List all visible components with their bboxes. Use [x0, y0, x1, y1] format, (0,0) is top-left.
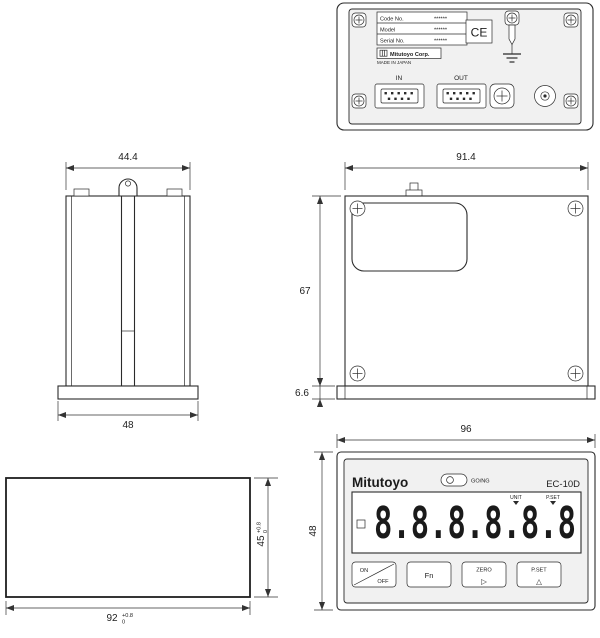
zero-button: ZERO ▷: [461, 561, 507, 588]
plate-model-value: ******: [434, 28, 448, 34]
fn-label: Fn: [425, 571, 434, 580]
side-screw-head: [73, 188, 90, 197]
power-jack-icon: [534, 85, 556, 107]
out-connector: OUT: [436, 75, 487, 109]
top-view: 91.4: [295, 152, 596, 407]
off-label: OFF: [377, 579, 389, 585]
ce-label: CE: [471, 26, 488, 40]
cutout-height-dimension: [254, 477, 278, 598]
cutout-height-tol-upper: +0.8: [257, 522, 263, 533]
top-flange: [336, 385, 596, 400]
rear-view: Code No. ****** Model ****** Serial No. …: [336, 2, 594, 131]
top-depth-dimension: [312, 195, 341, 387]
ground-strap: [508, 24, 516, 46]
plate-serial-value: ******: [434, 39, 448, 45]
plate-code-label: Code No.: [380, 17, 404, 23]
side-screw-head: [166, 188, 183, 197]
front-width-dimension: [336, 434, 596, 448]
pset-symbol: △: [536, 577, 542, 586]
cutout-width-tol-lower: 0: [122, 620, 125, 626]
in-label: IN: [396, 75, 403, 82]
corner-screw-icon: [349, 200, 366, 217]
side-top-width-label: 44.4: [118, 152, 138, 163]
front-width-label: 96: [460, 424, 472, 435]
on-label: ON: [360, 568, 368, 574]
clamp-screw-icon: [489, 83, 515, 109]
brand-corp-label: Mitutoyo Corp.: [390, 52, 430, 58]
corner-screw-icon: [567, 365, 584, 382]
cutout-height-label: 45: [256, 535, 267, 547]
plate-serial-label: Serial No.: [380, 39, 405, 45]
ground-symbol-icon: [503, 44, 521, 63]
side-base-width-label: 48: [122, 420, 134, 431]
unit-label: UNIT: [510, 495, 522, 501]
front-brand-logo: Mitutoyo: [352, 475, 408, 490]
logo-mark-icon: [379, 49, 388, 57]
out-label: OUT: [454, 75, 468, 82]
go-ng-indicator: [440, 473, 468, 487]
pset-marker-icon: [550, 501, 556, 505]
top-width-dimension: [344, 162, 589, 190]
side-body: [65, 195, 191, 387]
sign-indicator: [356, 519, 366, 529]
made-in-japan-label: MADE IN JAPAN: [377, 60, 411, 65]
screw-icon: [563, 93, 579, 109]
top-flange-dimension: [312, 378, 335, 407]
side-clamp-post: [118, 178, 138, 197]
screw-icon: [351, 93, 367, 109]
cutout-rect: [5, 477, 251, 598]
model-label: EC-10D: [546, 479, 580, 490]
fn-button: Fn: [406, 561, 452, 588]
side-view: 44.4 48: [57, 152, 199, 431]
go-ng-label: GO/NG: [471, 479, 490, 485]
mitutoyo-corp-logo: Mitutoyo Corp.: [376, 47, 442, 59]
display-window: [351, 491, 582, 554]
cutout-height-label-group: 45 +0.8 0: [256, 522, 269, 547]
on-off-button: ON OFF: [351, 561, 397, 588]
pset-button-label: P.SET: [531, 568, 547, 574]
unit-marker-icon: [513, 501, 519, 505]
front-view: 96 Mitutoyo GO/NG EC-10D 8.8.8.8.8.8 UNI…: [308, 424, 596, 611]
screw-icon: [563, 12, 579, 28]
plate-model-label: Model: [380, 28, 395, 34]
corner-screw-icon: [567, 200, 584, 217]
cutout-height-tol-lower: 0: [263, 530, 269, 533]
ce-mark: CE: [465, 19, 493, 44]
front-height-dimension: [314, 451, 333, 611]
zero-label: ZERO: [476, 568, 492, 574]
cutout-width-tol-upper: +0.8: [122, 613, 133, 619]
cutout-width-dimension: [5, 601, 251, 615]
ground-terminal: [503, 10, 521, 63]
zero-symbol: ▷: [481, 577, 487, 586]
pset-label: P.SET: [546, 495, 560, 501]
label-plate: Code No. ****** Model ****** Serial No. …: [376, 11, 468, 46]
corner-screw-icon: [349, 365, 366, 382]
panel-cutout-view: 45 +0.8 0 92 +0.8 0: [5, 477, 278, 626]
front-height-label: 48: [308, 525, 319, 537]
top-depth-label: 67: [299, 286, 311, 297]
seven-segment-digits: 8.8.8.8.8.8: [374, 498, 576, 549]
in-connector: IN: [374, 75, 425, 109]
top-flange-label: 6.6: [295, 388, 309, 399]
pset-button: P.SET △: [516, 561, 562, 588]
cutout-width-label: 92: [106, 613, 118, 624]
side-base-flange: [57, 385, 199, 400]
screw-icon: [351, 12, 367, 28]
top-shaft: [405, 182, 423, 197]
side-top-width-dimension: [65, 162, 191, 190]
side-base-width-dimension: [57, 401, 199, 421]
top-cutout-outline: [351, 202, 468, 272]
plate-code-value: ******: [434, 17, 448, 23]
top-width-label: 91.4: [456, 152, 476, 163]
